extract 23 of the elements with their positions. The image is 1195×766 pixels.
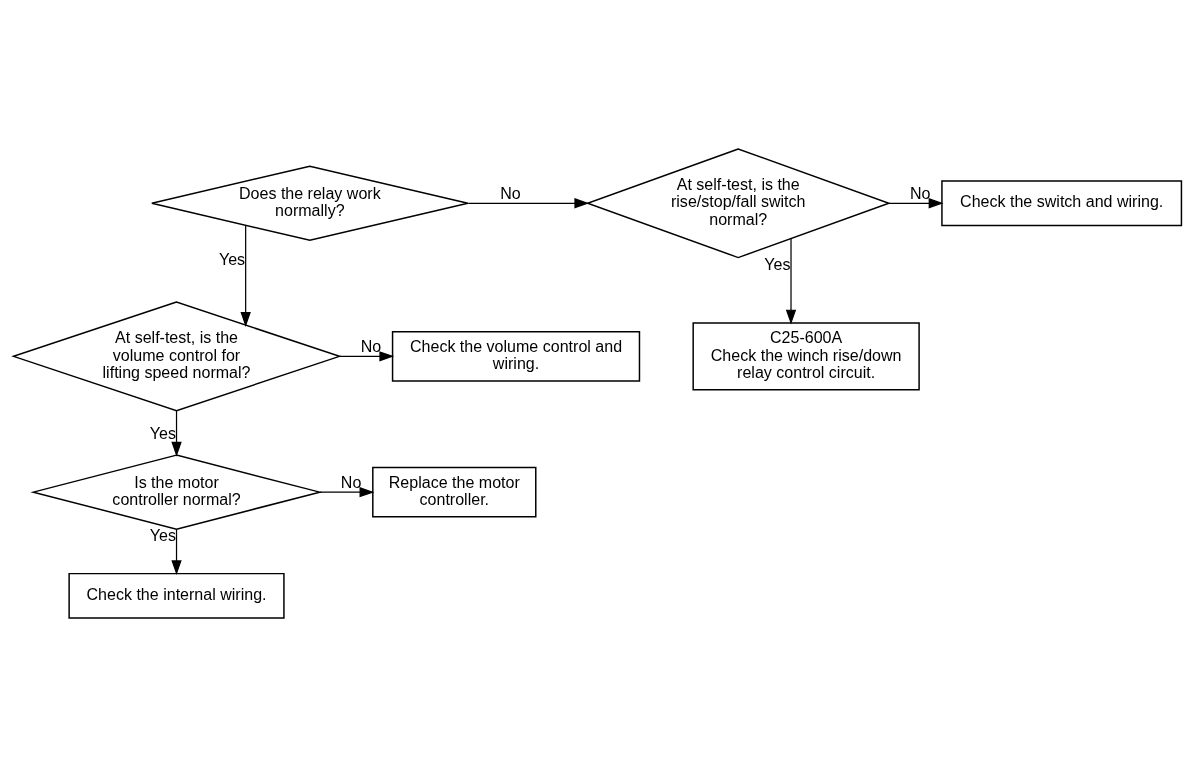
node-box: Check the volume control and wiring. — [391, 330, 641, 382]
arrow — [240, 224, 251, 327]
arrow — [339, 350, 395, 362]
arrow — [888, 197, 944, 208]
arrow — [171, 528, 182, 575]
node-box: Replace the motor controller. — [372, 466, 537, 518]
arrow — [467, 197, 590, 208]
node-box: C25-600A Check the winch rise/down relay control circuit. — [692, 321, 920, 390]
node-diamond: At self-test, is the volume control for lifting speed normal? — [11, 300, 342, 411]
node-diamond: Is the motor controller normal? — [30, 453, 323, 530]
node-diamond: At self-test, is the rise/stop/fall switch normal? — [585, 147, 892, 258]
node-box: Check the internal wiring. — [68, 572, 285, 619]
edge-label: No — [500, 183, 521, 202]
node-box: Check the switch and wiring. — [941, 179, 1183, 226]
edge-label: No — [360, 336, 382, 355]
edge-label: Yes — [219, 249, 246, 268]
arrow — [171, 409, 182, 457]
edge-label: No — [340, 472, 362, 491]
edge-label: No — [910, 183, 931, 202]
node-diamond: Does the relay work normally? — [151, 164, 469, 241]
arrow — [319, 486, 375, 497]
arrow — [785, 237, 797, 324]
edge-label: Yes — [149, 423, 177, 442]
